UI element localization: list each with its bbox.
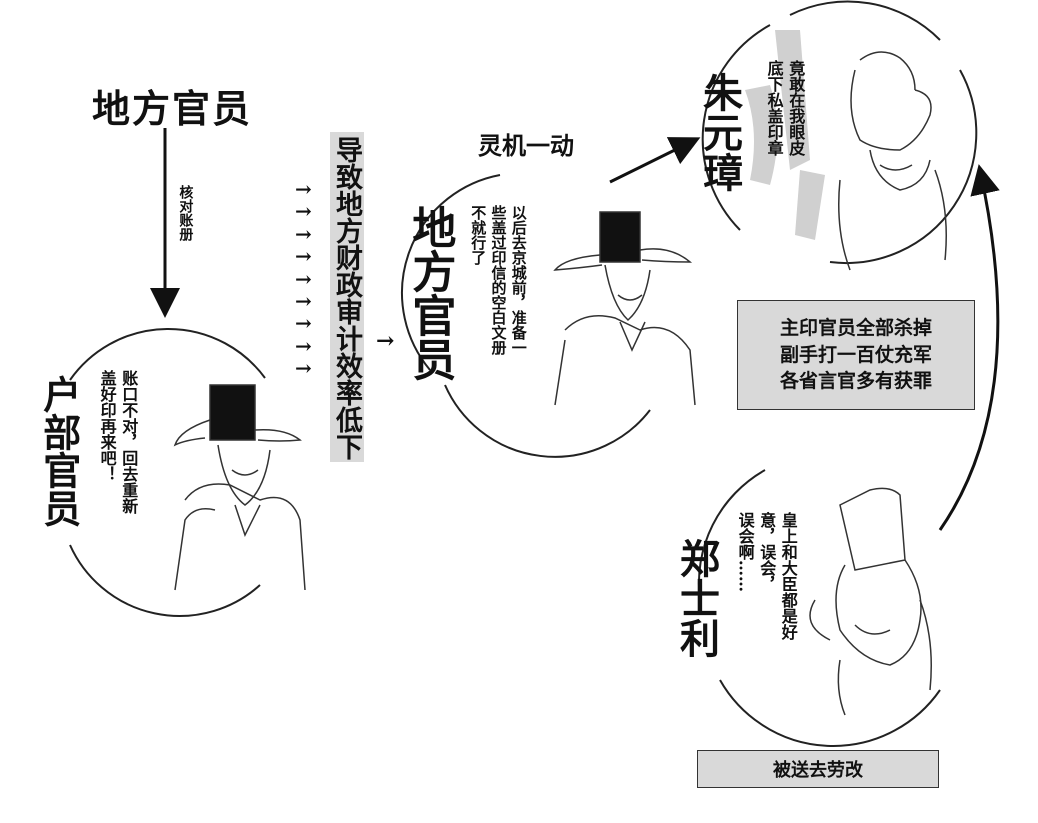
hubu-official-figure [173, 384, 306, 591]
local-speech-line-3: 不就行了 [469, 205, 488, 265]
hubu-official-label: 户部官员 [36, 375, 82, 527]
emperor-speech-line-1: 竟敢在我眼皮 [786, 60, 806, 156]
emperor-figure [838, 51, 947, 271]
local-circle-lower [444, 384, 651, 458]
zheng-circle [697, 469, 766, 601]
zheng-figure [809, 487, 932, 716]
local-official-label: 地方官员 [404, 205, 456, 381]
arrow-4: → [295, 244, 312, 269]
result-label: 导致地方财政审计效率低下 [331, 136, 362, 460]
arrow-3: → [295, 221, 312, 246]
local-circle [401, 174, 501, 371]
arrow-2: → [295, 199, 312, 224]
idea-label: 灵机一动 [478, 131, 574, 160]
return-arrow [938, 164, 1000, 531]
arrow-6: → [295, 289, 312, 314]
labor-box: 被送去劳改 [697, 750, 939, 788]
local-speech-line-2: 些盖过印信的空白文册 [489, 205, 508, 355]
hubu-circle-lower [69, 544, 261, 617]
arrow-column: → → → → → → → → → [295, 178, 312, 380]
emperor-label: 朱元璋 [696, 72, 743, 192]
local-official-figure [553, 211, 696, 406]
punishment-line-2: 副手打一百仗充军 [779, 343, 932, 366]
zheng-label: 郑士利 [673, 538, 720, 658]
result-box [330, 132, 364, 462]
hubu-speech-line-1: 账口不对，回去重新 [119, 370, 139, 514]
zheng-speech: 皇上和大臣都是好 意，误会， 误会啊…… [734, 512, 799, 640]
local-speech: 以后去京城前，准备一 些盖过印信的空白文册 不就行了 [468, 205, 529, 355]
hubu-circle [69, 327, 266, 381]
punishment-line-3: 各省言官多有获罪 [779, 370, 932, 393]
single-arrow: → [376, 328, 395, 354]
local-speech-line-1: 以后去京城前，准备一 [509, 205, 528, 355]
zheng-speech-line-2: 意，误会， [757, 512, 777, 592]
hubu-speech: 账口不对，回去重新 盖好印再来吧！ [96, 370, 139, 514]
zheng-circle-lower [719, 679, 941, 747]
emperor-watermark [745, 30, 825, 240]
emperor-speech: 竟敢在我眼皮 底下私盖印章 [763, 60, 806, 156]
emperor-speech-line-2: 底下私盖印章 [764, 60, 784, 156]
emperor-circle-lower [829, 69, 978, 265]
arrow-7: → [295, 311, 312, 336]
top-official-label: 地方官员 [92, 86, 253, 131]
arrow-5: → [295, 266, 312, 291]
hubu-speech-line-2: 盖好印再来吧！ [97, 370, 117, 482]
zheng-speech-line-3: 误会啊…… [735, 512, 755, 592]
punishment-box: 主印官员全部杀掉 副手打一百仗充军 各省言官多有获罪 [737, 300, 975, 410]
arrow-1: → [295, 177, 312, 201]
punishment-line-1: 主印官员全部杀掉 [779, 317, 932, 340]
zheng-speech-line-1: 皇上和大臣都是好 [778, 512, 798, 640]
arrow-8: → [295, 333, 312, 358]
to-emperor-arrow [609, 137, 701, 184]
emperor-circle-top [789, 0, 941, 41]
emperor-circle [701, 24, 771, 231]
arrow-9: → [295, 356, 312, 381]
check-ledger-label: 核对账册 [177, 185, 194, 241]
